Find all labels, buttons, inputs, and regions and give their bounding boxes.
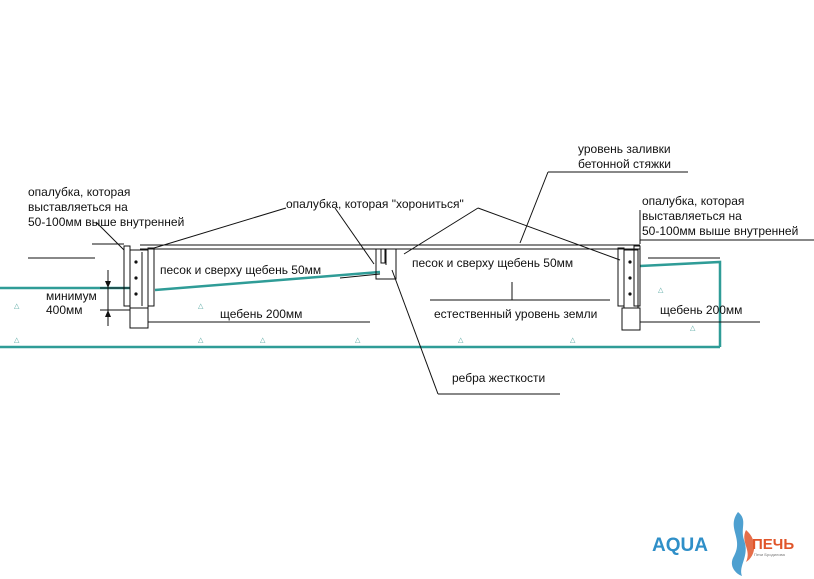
label-ribs: ребра жесткости	[452, 371, 545, 385]
gravel-mark: △	[658, 286, 664, 294]
aquapech-logo: AQUA ПЕЧЬ Печи Бродилова	[652, 512, 794, 576]
leader-ribs	[391, 269, 439, 395]
right-bolt	[628, 276, 632, 280]
gravel-mark: △	[355, 336, 361, 344]
label-formwork-right: опалубка, которая	[642, 194, 744, 208]
right-formwork-outer-board	[633, 245, 641, 307]
label-formwork-right: 50-100мм выше внутренней	[642, 224, 798, 238]
leader-buried-center	[334, 207, 375, 265]
leader-sand-left	[339, 273, 381, 279]
natural-ground-slope	[154, 270, 381, 292]
flame-icon	[744, 530, 755, 562]
center-formwork	[375, 248, 397, 280]
label-sand-right: песок и сверху щебень 50мм	[412, 256, 573, 270]
label-gravel-right: щебень 200мм	[660, 303, 742, 317]
gravel-mark: △	[14, 336, 20, 344]
logo-aqua-text: AQUA	[652, 535, 708, 556]
left-bolt	[134, 260, 138, 264]
flame-icon	[731, 512, 746, 576]
label-natural-ground: естественный уровень земли	[434, 307, 597, 321]
left-formwork	[123, 245, 155, 329]
label-formwork-left: выставляеться на	[28, 200, 128, 214]
label-sand-left: песок и сверху щебень 50мм	[160, 263, 321, 277]
label-pour-level: уровень заливки	[578, 142, 671, 156]
leader-buried-center2	[403, 207, 479, 255]
ground-right-surface	[639, 260, 722, 347]
left-formwork-outer-board	[123, 245, 131, 307]
labels: опалубка, которая выставляеться на 50-10…	[28, 142, 798, 385]
leader-buried-right	[477, 207, 621, 261]
left-formwork-base	[129, 307, 149, 329]
logo-pech-text: ПЕЧЬ	[752, 536, 794, 553]
center-formwork-post	[380, 248, 386, 264]
left-bolt	[134, 292, 138, 296]
label-min-depth: минимум	[46, 289, 97, 303]
label-gravel-left: щебень 200мм	[220, 307, 302, 321]
gravel-mark: △	[690, 324, 696, 332]
min-depth-dimension	[100, 270, 130, 326]
min-dim-arrow-top	[105, 281, 111, 288]
right-formwork	[617, 245, 641, 331]
left-formwork-frame	[129, 249, 149, 309]
gravel-marks: △ △ △ △ △ △ △ △ △ △	[14, 286, 696, 344]
label-formwork-left: 50-100мм выше внутренней	[28, 215, 184, 229]
gravel-mark: △	[198, 336, 204, 344]
left-bolt	[134, 276, 138, 280]
leader-formwork-left	[95, 221, 125, 251]
min-dim-arrow-bottom	[105, 310, 111, 317]
right-formwork-inner-board	[617, 247, 625, 307]
label-pour-level: бетонной стяжки	[578, 157, 671, 171]
label-formwork-right: выставляеться на	[642, 209, 742, 223]
gravel-mark: △	[260, 336, 266, 344]
gravel-mark: △	[198, 302, 204, 310]
left-formwork-inner-board	[147, 247, 155, 307]
label-min-depth: 400мм	[46, 303, 83, 317]
logo-tagline: Печи Бродилова	[754, 552, 786, 557]
leader-buried-left	[153, 207, 287, 249]
gravel-mark: △	[14, 302, 20, 310]
right-bolt	[628, 260, 632, 264]
gravel-mark: △	[458, 336, 464, 344]
right-bolt	[628, 292, 632, 296]
gravel-mark: △	[570, 336, 576, 344]
leader-lines	[95, 171, 760, 395]
label-formwork-left: опалубка, которая	[28, 185, 130, 199]
leader-pour-level	[519, 171, 549, 244]
right-formwork-base	[621, 307, 641, 331]
label-formwork-buried: опалубка, которая "хорониться"	[286, 197, 464, 211]
